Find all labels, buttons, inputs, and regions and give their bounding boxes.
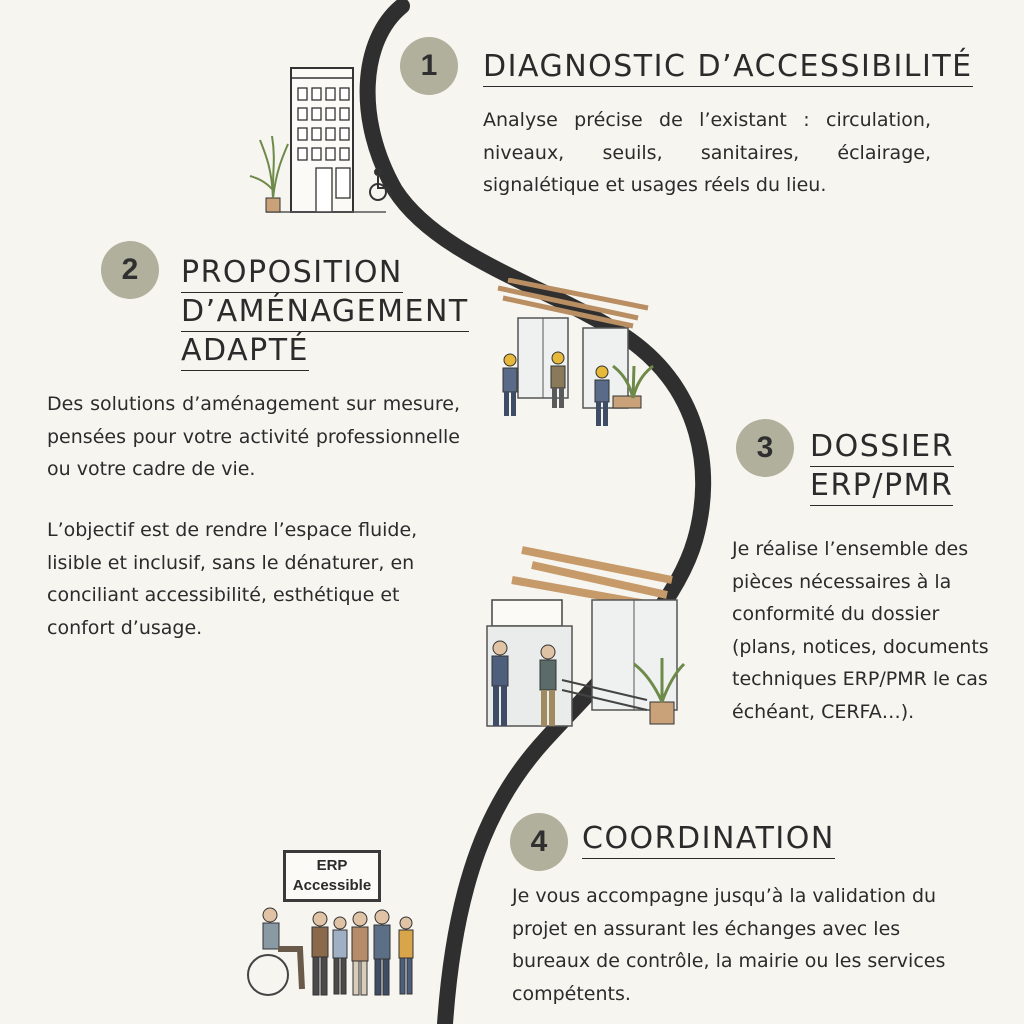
step-1-title: DIAGNOSTIC D’ACCESSIBILITÉ bbox=[483, 48, 973, 87]
erp-accessible-sign: ERP Accessible bbox=[283, 850, 381, 902]
step-2-badge: 2 bbox=[101, 241, 159, 299]
wheelchair-icon bbox=[247, 907, 305, 996]
step-1-badge: 1 bbox=[400, 37, 458, 95]
step-2-description-1: Des solutions d’aménagement sur mesure, … bbox=[47, 393, 460, 480]
title-line: ERP/PMR bbox=[810, 467, 954, 506]
step-2-description-2: L’objectif est de rendre l’espace fluide… bbox=[47, 519, 418, 639]
step-number: 2 bbox=[121, 253, 139, 286]
title-line: DIAGNOSTIC D’ACCESSIBILITÉ bbox=[483, 48, 973, 87]
step-1-description: Analyse précise de l’existant : circulat… bbox=[483, 109, 931, 196]
step-4-title: COORDINATION bbox=[582, 820, 835, 859]
title-line: D’AMÉNAGEMENT bbox=[181, 293, 469, 332]
title-line: COORDINATION bbox=[582, 820, 835, 859]
step-4-badge: 4 bbox=[510, 813, 568, 871]
step-number: 4 bbox=[530, 825, 548, 858]
step-2-title: PROPOSITION D’AMÉNAGEMENT ADAPTÉ bbox=[181, 254, 469, 371]
step-4-description: Je vous accompagne jusqu’à la validation… bbox=[512, 885, 946, 1005]
sign-line-2: Accessible bbox=[292, 877, 372, 894]
wheelchair-icon bbox=[369, 168, 393, 201]
step-3-description: Je réalise l’ensemble des pièces nécessa… bbox=[732, 538, 989, 723]
step-number: 3 bbox=[756, 431, 774, 464]
sign-line-1: ERP bbox=[316, 857, 348, 874]
step-number: 1 bbox=[420, 49, 438, 82]
building-icon bbox=[249, 67, 393, 213]
workers-renovation-icon bbox=[497, 278, 654, 426]
erp-entrance-icon bbox=[486, 546, 686, 727]
step-3-badge: 3 bbox=[736, 419, 794, 477]
title-line: ADAPTÉ bbox=[181, 332, 309, 371]
title-line: DOSSIER bbox=[810, 428, 954, 467]
title-line: PROPOSITION bbox=[181, 254, 403, 293]
people-group-icon bbox=[247, 907, 414, 996]
step-3-title: DOSSIER ERP/PMR bbox=[810, 428, 954, 506]
